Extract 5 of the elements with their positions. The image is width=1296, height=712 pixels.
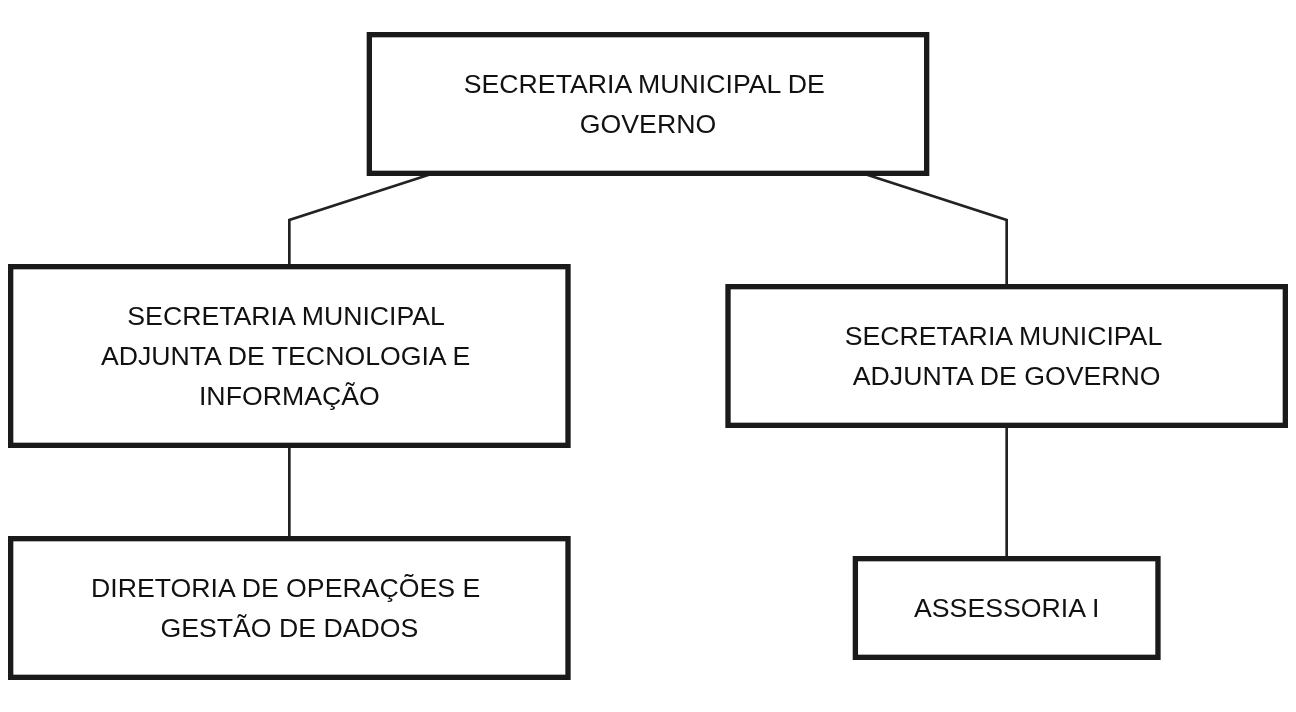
node-box: SECRETARIA MUNICIPAL DE GOVERNO xyxy=(366,32,930,176)
node-box: DIRETORIA DE OPERAÇÕES E GESTÃO DE DADOS xyxy=(8,536,571,680)
node-box: ASSESSORIA I xyxy=(852,556,1161,660)
node-box: SECRETARIA MUNICIPAL ADJUNTA DE TECNOLOGIA E INFORMAÇÃO xyxy=(8,264,571,448)
node-box: SECRETARIA MUNICIPAL ADJUNTA DE GOVERNO xyxy=(725,284,1288,428)
